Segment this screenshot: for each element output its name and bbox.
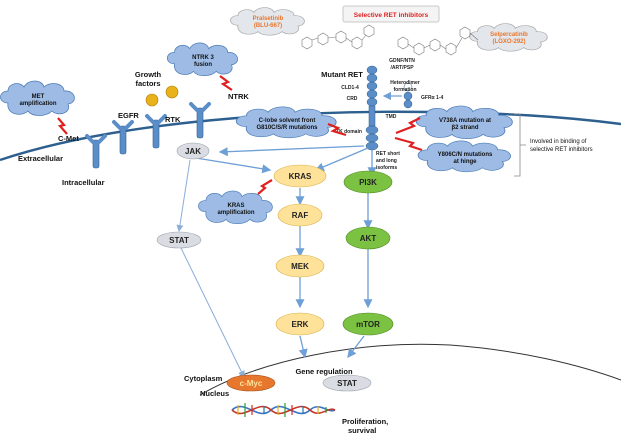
akt-node: AKT xyxy=(345,226,391,250)
dna-helix-icon xyxy=(231,403,336,417)
erk-label: ERK xyxy=(292,320,309,329)
crd-label: CRD xyxy=(347,96,358,102)
tmd-label: TMD xyxy=(386,114,397,120)
met-amp-line2: amplification xyxy=(19,101,56,107)
mutant-ret-label: Mutant RET xyxy=(321,70,363,79)
selpercatinib-structure-icon xyxy=(397,26,479,56)
ret-isoforms-line2: and long xyxy=(376,158,397,164)
c-lobe-line2: G810C/S/R mutations xyxy=(256,125,318,131)
kras-node: KRAS xyxy=(273,164,327,188)
ligands-line1: GDNF/NTN xyxy=(389,58,415,64)
stat-nuc-label: STAT xyxy=(337,379,357,388)
akt-label: AKT xyxy=(360,234,377,243)
rtk-label: RTK xyxy=(165,115,181,124)
erk-node: ERK xyxy=(275,312,325,336)
jak-label: JAK xyxy=(185,147,201,156)
ntrk3-line1: NTRK 3 xyxy=(192,55,214,61)
pralsetinib-name: Pralsetinib xyxy=(253,16,284,22)
stat-nucleus-node: STAT xyxy=(322,374,372,392)
ntrk-inhibit-bolt xyxy=(219,75,233,91)
selpercatinib-name: Selpercatinib xyxy=(490,32,528,38)
growth-factors-line2: factors xyxy=(135,79,160,88)
mtor-label: mTOR xyxy=(356,320,380,329)
nucleus-label: Nucleus xyxy=(200,389,229,398)
growth-factor-molecule xyxy=(165,85,179,99)
kras-amp-line2: amplification xyxy=(217,210,254,216)
cmyc-node: c-Myc xyxy=(226,374,276,392)
selective-ret-inhibitors-banner: Selective RET inhibitors xyxy=(342,5,440,23)
pralsetinib-code: (BLU-667) xyxy=(254,23,282,29)
rtk-receptor xyxy=(145,114,167,149)
jak-node: JAK xyxy=(176,142,210,160)
gfra-coreceptor xyxy=(403,82,413,109)
binding-bracket xyxy=(514,113,526,177)
mtor-node: mTOR xyxy=(342,312,394,336)
pi3k-label: PI3K xyxy=(359,178,377,187)
signaling-arrows xyxy=(195,145,377,359)
c-lobe-inhibit-bolt xyxy=(327,122,347,137)
egfr-receptor xyxy=(112,120,134,155)
nuclear-membrane xyxy=(199,343,621,396)
v738a-line1: V738A mutation at xyxy=(439,118,491,124)
ret-isoforms-line3: isoforms xyxy=(376,165,397,171)
kras-label: KRAS xyxy=(289,172,312,181)
heterodimer-line2: formation xyxy=(393,87,416,93)
mutant-ret-receptor xyxy=(365,65,379,151)
side-note-line2: selective RET inhibitors xyxy=(530,147,593,153)
tk-domain-label: TK domain xyxy=(336,129,362,135)
ntrk-label: NTRK xyxy=(228,92,249,101)
raf-node: RAF xyxy=(277,203,323,227)
mek-node: MEK xyxy=(275,254,325,278)
v738a-inhibit-bolt xyxy=(395,117,421,135)
kras-amp-line1: KRAS xyxy=(227,203,244,209)
y806-line2: at hinge xyxy=(453,159,477,165)
met-inhibit-bolt xyxy=(57,117,68,135)
cld-label: CLD1-4 xyxy=(341,85,359,91)
v738a-line2: β2 strand xyxy=(451,125,478,131)
raf-label: RAF xyxy=(292,211,309,220)
y806-inhibit-bolt xyxy=(394,136,423,152)
mek-label: MEK xyxy=(291,262,309,271)
y806-line1: Y806C/N mutations xyxy=(438,152,493,158)
ligands-line2: /ART/PSP xyxy=(390,65,414,71)
ret-isoforms-line1: RET short xyxy=(376,151,400,157)
met-amp-line1: MET xyxy=(32,94,45,100)
side-note-line1: Involved in binding of xyxy=(530,139,587,145)
selpercatinib-code: (LOXO-292) xyxy=(492,39,525,45)
stat-cytoplasm-node: STAT xyxy=(156,231,202,249)
c-lobe-line1: C-lobe solvent front xyxy=(259,118,316,124)
gfra-label: GFRα 1-4 xyxy=(421,95,443,101)
proliferation-line1: Proliferation, xyxy=(342,417,388,426)
cytoplasm-label: Cytoplasm xyxy=(184,374,223,383)
intracellular-label: Intracellular xyxy=(62,178,105,187)
proliferation-line2: survival xyxy=(348,426,376,435)
ntrk3-line2: fusion xyxy=(194,62,212,68)
c-met-receptor xyxy=(85,134,107,169)
c-met-label: C-Met xyxy=(58,134,79,143)
growth-factors-line1: Growth xyxy=(135,70,162,79)
kras-inhibit-bolt xyxy=(257,179,273,195)
gene-regulation-label: Gene regulation xyxy=(295,367,353,376)
jak-stat-arrows xyxy=(176,159,245,378)
stat-cyto-label: STAT xyxy=(169,236,189,245)
pi3k-node: PI3K xyxy=(343,170,393,194)
ntrk-receptor xyxy=(189,102,211,139)
banner-text: Selective RET inhibitors xyxy=(354,12,429,19)
cmyc-label: c-Myc xyxy=(240,379,263,388)
growth-factor-molecule xyxy=(145,93,159,107)
egfr-label: EGFR xyxy=(118,111,139,120)
extracellular-label: Extracellular xyxy=(18,154,63,163)
pralsetinib-structure-icon xyxy=(301,24,375,50)
heterodimer-line1: Heterodimer xyxy=(390,80,420,86)
